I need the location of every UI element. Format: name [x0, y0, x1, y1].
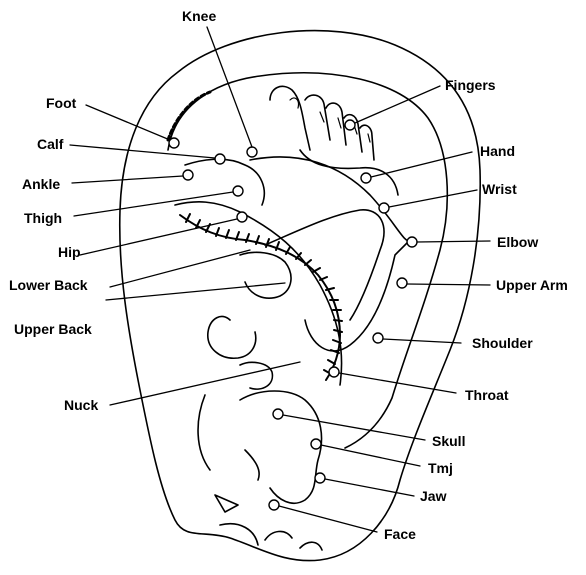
point-shoulder: [373, 333, 383, 343]
label-throat: Throat: [465, 387, 509, 403]
acupoints: [169, 120, 417, 510]
label-nuck: Nuck: [64, 397, 98, 413]
point-foot: [169, 138, 179, 148]
point-knee: [247, 147, 257, 157]
label-ankle: Ankle: [22, 176, 60, 192]
label-shoulder: Shoulder: [472, 335, 533, 351]
leader-lines: [70, 27, 490, 532]
label-tmj: Tmj: [428, 460, 453, 476]
point-hip: [237, 212, 247, 222]
label-wrist: Wrist: [482, 181, 517, 197]
point-face: [269, 500, 279, 510]
label-skull: Skull: [432, 433, 465, 449]
point-upper-arm: [397, 278, 407, 288]
label-lower-back: Lower Back: [9, 277, 88, 293]
point-skull: [273, 409, 283, 419]
ear-antihelix: [175, 202, 342, 385]
label-thigh: Thigh: [24, 210, 62, 226]
point-jaw: [315, 473, 325, 483]
label-hand: Hand: [480, 143, 515, 159]
label-jaw: Jaw: [420, 488, 446, 504]
label-fingers: Fingers: [445, 77, 496, 93]
label-upper-back: Upper Back: [14, 321, 92, 337]
point-calf: [215, 154, 225, 164]
label-hip: Hip: [58, 244, 81, 260]
hand-sketch: [270, 86, 398, 195]
ear-concha: [250, 157, 410, 351]
point-throat: [329, 367, 339, 377]
label-knee: Knee: [182, 8, 216, 24]
point-ankle: [183, 170, 193, 180]
label-elbow: Elbow: [497, 234, 538, 250]
label-face: Face: [384, 526, 416, 542]
point-wrist: [379, 203, 389, 213]
label-calf: Calf: [37, 136, 63, 152]
label-foot: Foot: [46, 95, 76, 111]
point-thigh: [233, 186, 243, 196]
ear-antihelix-upper: [185, 159, 264, 205]
point-tmj: [311, 439, 321, 449]
point-fingers: [345, 120, 355, 130]
ear-crus: [265, 210, 384, 320]
face-sketch: [198, 391, 322, 550]
label-upper-arm: Upper Arm: [496, 277, 568, 293]
point-elbow: [407, 237, 417, 247]
point-hand: [361, 173, 371, 183]
foot-toes: [168, 92, 210, 140]
pelvis-sketch: [208, 252, 291, 389]
